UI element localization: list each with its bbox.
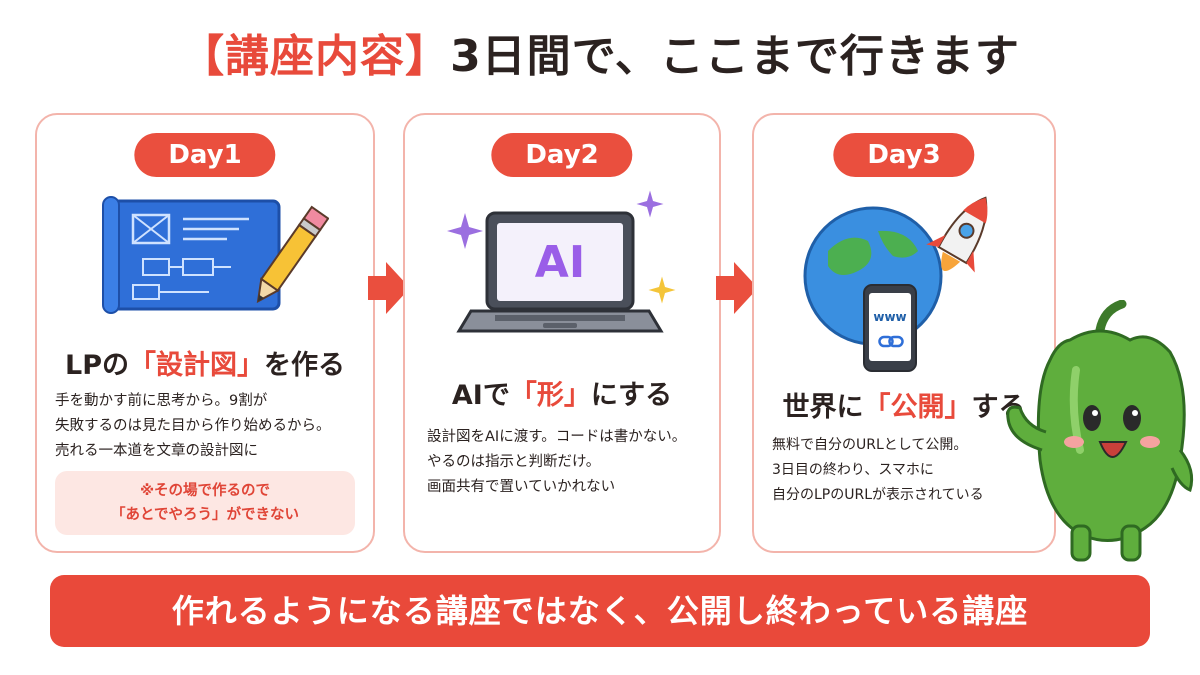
arrow-right-icon [368, 262, 410, 314]
sparkle-icon [636, 190, 664, 218]
pepper-mascot-icon [1006, 300, 1194, 562]
day1-desc-line: 手を動かす前に思考から。9割が [55, 393, 268, 409]
pencil-icon [256, 205, 329, 304]
link-icon [878, 335, 904, 348]
bottom-banner: 作れるようになる講座ではなく、公開し終わっている講座 [50, 575, 1150, 647]
day2-heading-post: にする [590, 380, 673, 411]
day1-note-line: ※その場で作るので [139, 483, 271, 499]
day2-heading-highlight: 「形」 [509, 380, 591, 411]
arrow-right-icon [716, 262, 758, 314]
smartphone-icon: www [863, 284, 917, 372]
day3-card: Day3 www 世界に「公開」する 無料で自分のURLとして公開。 3日目の終… [752, 113, 1056, 553]
laptop-icon: AI [456, 211, 664, 333]
day3-heading-pre: 世界に [782, 392, 864, 423]
day2-desc-line: 設計図をAIに渡す。コードは書かない。 [427, 429, 687, 445]
day2-card: Day2 AI AIで「形」にする 設計図をAIに渡す。コードは書かない。 やる… [403, 113, 721, 553]
day1-note-line: 「あとでやろう」ができない [110, 507, 300, 523]
blueprint-icon [102, 196, 281, 314]
day2-heading: AIで「形」にする [405, 373, 719, 412]
day3-desc-line: 3日目の終わり、スマホに [772, 462, 934, 478]
day3-heading-highlight: 「公開」 [863, 392, 972, 423]
sparkle-icon [648, 276, 676, 304]
day3-desc-line: 自分のLPのURLが表示されている [772, 487, 984, 503]
day1-description: 手を動かす前に思考から。9割が 失敗するのは見た目から作り始めるから。 売れる一… [55, 389, 331, 464]
rocket-icon [926, 196, 988, 273]
sparkle-icon [447, 213, 483, 249]
day3-description: 無料で自分のURLとして公開。 3日目の終わり、スマホに 自分のLPのURLが表… [772, 433, 984, 508]
day2-desc-line: 画面共有で置いていかれない [427, 479, 616, 495]
day1-heading-pre: LPの [65, 350, 129, 381]
day2-desc-line: やるのは指示と判断だけ。 [427, 454, 601, 470]
day3-desc-line: 無料で自分のURLとして公開。 [772, 437, 968, 453]
day1-label: Day1 [134, 133, 276, 177]
phone-screen-text: www [873, 310, 906, 324]
title-accent: 【講座内容】 [180, 31, 451, 82]
day3-label: Day3 [833, 133, 975, 177]
title-main: 3日間で、ここまで行きます [450, 31, 1020, 82]
day1-desc-line: 失敗するのは見た目から作り始めるから。 [55, 418, 331, 434]
day1-heading: LPの「設計図」を作る [37, 343, 373, 382]
day1-note: ※その場で作るので 「あとでやろう」ができない [55, 471, 355, 535]
laptop-screen-text: AI [535, 237, 585, 288]
day1-heading-post: を作る [264, 350, 345, 381]
page-title: 【講座内容】3日間で、ここまで行きます [0, 22, 1200, 92]
day1-desc-line: 売れる一本道を文章の設計図に [55, 443, 258, 459]
day2-heading-pre: AIで [451, 380, 510, 411]
day2-label: Day2 [491, 133, 633, 177]
day2-description: 設計図をAIに渡す。コードは書かない。 やるのは指示と判断だけ。 画面共有で置い… [427, 425, 686, 500]
day1-card: Day1 LPの「設計図」を作る 手を動かす前に思考から。9割が 失敗するのは見… [35, 113, 375, 553]
day1-heading-highlight: 「設計図」 [129, 350, 264, 381]
